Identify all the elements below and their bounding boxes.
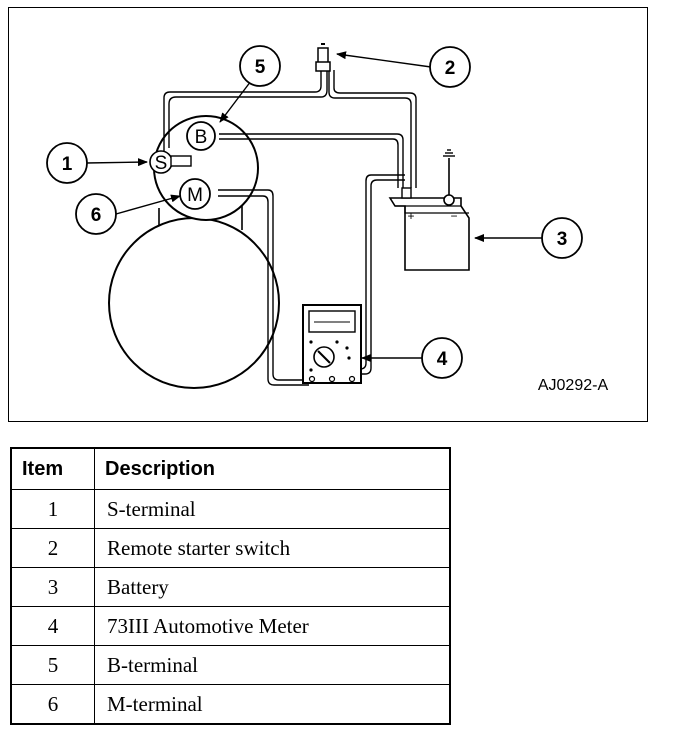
svg-text:3: 3 <box>557 229 568 250</box>
table-header-row: Item Description <box>10 447 451 490</box>
svg-text:5: 5 <box>255 57 266 78</box>
callout-6: 6 <box>75 193 117 235</box>
diagram-canvas: S B M + − <box>46 43 609 394</box>
item-cell: 6 <box>10 684 95 725</box>
wiring-diagram: S B M + − <box>8 7 648 422</box>
table-row: 3 Battery <box>10 567 451 607</box>
description-cell: Battery <box>94 567 451 607</box>
callout-5: 5 <box>239 45 281 87</box>
table-row: 1 S-terminal <box>10 489 451 529</box>
item-cell: 3 <box>10 567 95 607</box>
description-cell: M-terminal <box>94 684 451 725</box>
remote-starter-switch <box>315 43 331 72</box>
svg-text:1: 1 <box>62 154 73 175</box>
description-cell: B-terminal <box>94 645 451 685</box>
battery-positive-sign: + <box>407 209 414 223</box>
figure-id-label: AJ0292-A <box>538 377 609 394</box>
s-terminal-letter: S <box>155 153 168 174</box>
table-row: 4 73III Automotive Meter <box>10 606 451 646</box>
table-row: 6 M-terminal <box>10 684 451 725</box>
callout-2: 2 <box>429 46 471 88</box>
m-terminal: M <box>179 178 211 210</box>
battery: + − <box>388 187 470 271</box>
callout-3: 3 <box>541 217 583 259</box>
table-row: 5 B-terminal <box>10 645 451 685</box>
description-cell: S-terminal <box>94 489 451 529</box>
solenoid-mount <box>158 204 243 230</box>
legend-table: Item Description 1 S-terminal 2 Remote s… <box>10 447 451 725</box>
item-column-header: Item <box>10 447 95 490</box>
table-row: 2 Remote starter switch <box>10 528 451 568</box>
ground-icon <box>443 149 455 157</box>
item-cell: 1 <box>10 489 95 529</box>
svg-text:6: 6 <box>91 205 102 226</box>
s-terminal: S <box>149 150 192 174</box>
battery-positive-post <box>401 187 412 199</box>
starter-motor-body <box>108 217 280 389</box>
description-column-header: Description <box>94 447 451 490</box>
automotive-meter <box>302 304 362 384</box>
b-terminal-letter: B <box>195 127 208 148</box>
item-cell: 2 <box>10 528 95 568</box>
description-cell: Remote starter switch <box>94 528 451 568</box>
battery-negative-sign: − <box>450 209 457 223</box>
callout-arrows <box>85 51 542 362</box>
battery-negative-post <box>443 194 455 206</box>
callout-1: 1 <box>46 142 88 184</box>
callout-4: 4 <box>421 337 463 379</box>
svg-text:2: 2 <box>445 58 456 79</box>
description-cell: 73III Automotive Meter <box>94 606 451 646</box>
item-cell: 5 <box>10 645 95 685</box>
m-terminal-letter: M <box>187 185 203 206</box>
b-terminal: B <box>186 121 216 151</box>
item-cell: 4 <box>10 606 95 646</box>
svg-text:4: 4 <box>437 349 448 370</box>
